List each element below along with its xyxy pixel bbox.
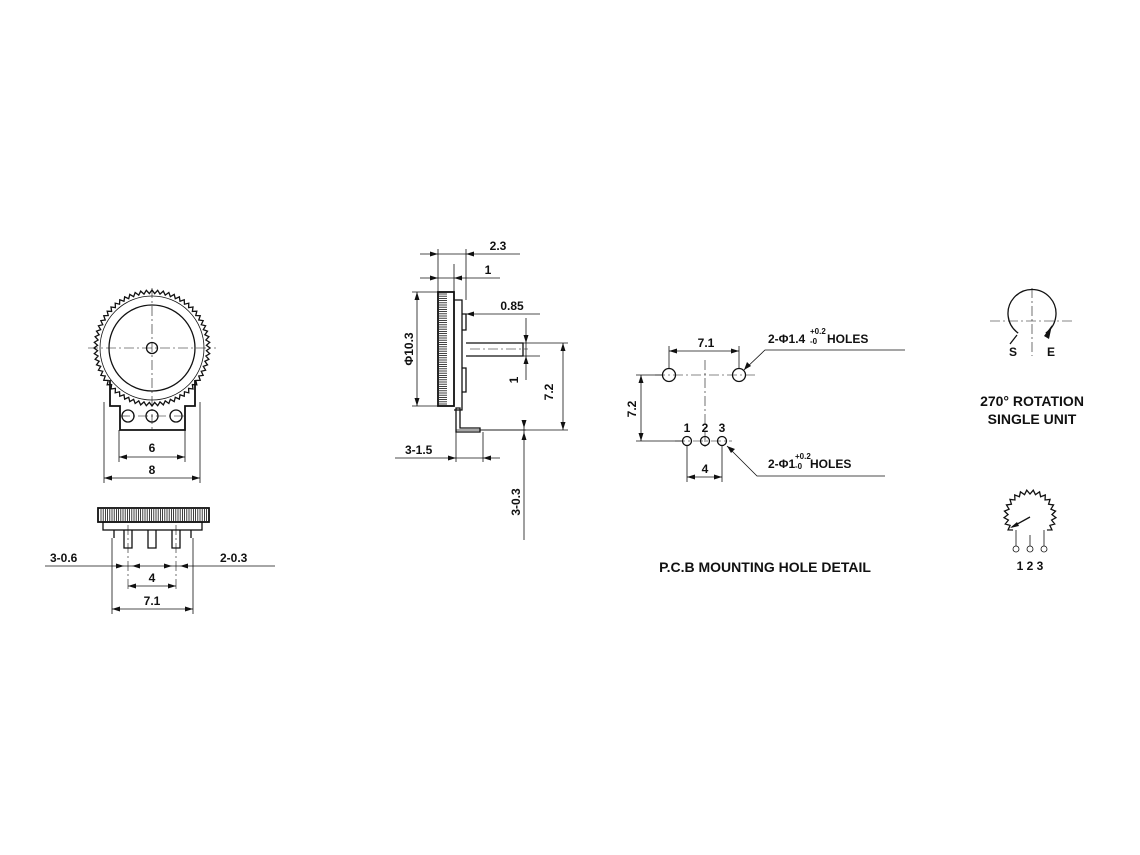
mount-tol-plus: +0.2 <box>810 327 826 336</box>
schematic-terminal-labels: 1 2 3 <box>1017 559 1044 573</box>
mount-holes-label: 2-Φ1.4 <box>768 332 806 346</box>
side-step-lower <box>462 367 467 393</box>
pcb-dim-pin-pitch-label: 4 <box>702 462 709 476</box>
pcb-pin-label-1: 1 <box>684 421 691 435</box>
rotation-end-label: E <box>1047 345 1055 359</box>
dim-width-label: 8 <box>149 463 156 477</box>
mount-tol-minus: -0 <box>810 337 818 346</box>
dim-arrows <box>521 420 527 440</box>
dim-flange-label: 1 <box>485 263 492 277</box>
schematic-symbol: 1 2 3 <box>1002 489 1058 573</box>
dim-arrows <box>466 311 474 317</box>
pcb-pin-label-2: 2 <box>702 421 709 435</box>
schematic-terminal-2 <box>1026 545 1034 553</box>
dim-pin-right-label: 2-0.3 <box>220 551 248 565</box>
bottom-view: 3-0.6 2-0.3 4 7.1 <box>45 507 275 614</box>
side-body <box>454 299 463 411</box>
rotation-end-arrow <box>1044 325 1052 339</box>
dim-pin-left-label: 3-0.6 <box>50 551 78 565</box>
rotation-start-stop <box>1009 334 1018 345</box>
side-view: 2.3 1 0.85 Φ10.3 1 7.2 3-1.5 3-0.3 <box>395 239 568 540</box>
dim-pin-thick-label: 3-0.3 <box>509 488 523 516</box>
dim-shaft-label: 1 <box>507 376 521 383</box>
dim-mount-spacing-label: 7.1 <box>698 336 715 350</box>
dim-arrows <box>430 275 462 281</box>
dim-arrows <box>523 335 529 364</box>
dim-step-label: 0.85 <box>500 299 524 313</box>
side-knurl-ticks <box>439 293 447 405</box>
dim-thickness-label: 2.3 <box>490 239 507 253</box>
schematic-terminal-3 <box>1040 545 1048 553</box>
pin-holes-suffix: HOLES <box>810 457 851 471</box>
mount-holes-prefix: 2-Φ1.4 <box>768 332 806 346</box>
front-body-outline <box>109 380 196 431</box>
dim-arrows <box>638 375 644 441</box>
pin-tol-minus: -0 <box>795 462 803 471</box>
schematic-resistor-arc <box>1002 489 1058 531</box>
bottom-knurl-ticks <box>100 509 208 521</box>
bottom-body <box>102 521 203 531</box>
rotation-caption-1: 270° ROTATION <box>980 393 1084 409</box>
leader-arrow <box>727 446 735 453</box>
schematic-wiper-arrow <box>1010 522 1019 528</box>
rotation-symbol: S E 270° ROTATION SINGLE UNIT <box>980 288 1084 427</box>
mount-holes-suffix: HOLES <box>827 332 868 346</box>
pin-leader <box>726 445 885 477</box>
mount-leader <box>743 349 905 371</box>
side-pin <box>455 407 481 433</box>
pin-holes-prefix: 2-Φ1 <box>768 457 796 471</box>
dim-pin-width-label: 3-1.5 <box>405 443 433 457</box>
dim-arrows <box>116 563 140 569</box>
dim-arrows <box>164 563 188 569</box>
pin-tol-plus: +0.2 <box>795 452 811 461</box>
dim-height-label: 7.2 <box>542 383 556 400</box>
rotation-start-label: S <box>1009 345 1017 359</box>
bottom-pin-2 <box>147 530 157 549</box>
dim-arrows <box>687 474 722 480</box>
dim-vertical-label: 7.2 <box>625 400 639 417</box>
pcb-pin-label-3: 3 <box>719 421 726 435</box>
schematic-terminal-1 <box>1012 545 1020 553</box>
dim-arrows <box>669 348 739 354</box>
leader-arrow <box>744 362 751 370</box>
dim-pitch-label: 6 <box>149 441 156 455</box>
side-wheel <box>437 291 455 407</box>
side-shaft <box>466 342 524 357</box>
dim-diameter-label: Φ10.3 <box>402 332 416 366</box>
rotation-caption-2: SINGLE UNIT <box>988 411 1077 427</box>
pcb-detail-caption: P.C.B MOUNTING HOLE DETAIL <box>659 559 871 575</box>
dim-overall-label: 7.1 <box>144 594 161 608</box>
pcb-detail: 7.1 7.2 2-Φ1.4 +0.2 -0 HOLES 1 2 3 2-Φ1 … <box>625 327 905 575</box>
dim-arrows <box>119 454 185 460</box>
dim-pin-pitch-label: 4 <box>149 571 156 585</box>
zigzag-path <box>1002 489 1058 531</box>
front-view: 6 8 <box>88 288 216 483</box>
